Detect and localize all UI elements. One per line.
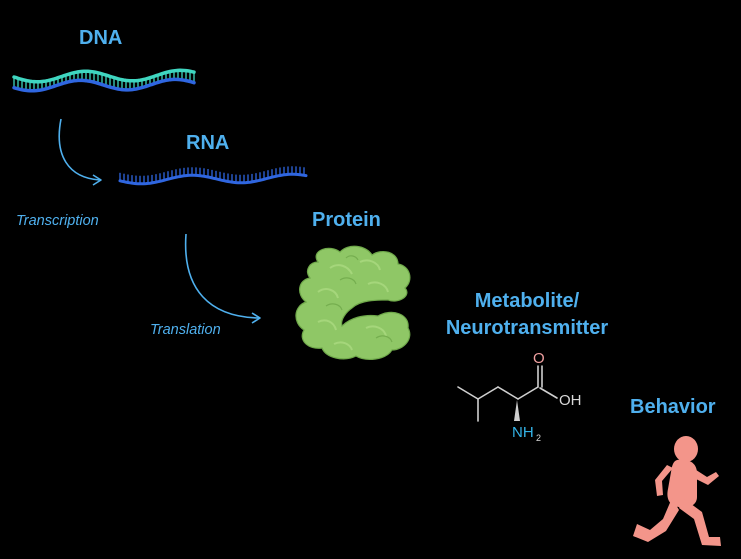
- metabolite-label: Metabolite/ Neurotransmitter: [432, 290, 622, 340]
- protein-label: Protein: [312, 209, 381, 231]
- metabolite-label-line2: Neurotransmitter: [445, 317, 609, 339]
- behavior-label: Behavior: [630, 396, 716, 418]
- rna-label: RNA: [186, 132, 230, 154]
- dna-label: DNA: [79, 27, 123, 49]
- oxygen-atom: O: [533, 350, 545, 367]
- hydroxyl-group: OH: [559, 392, 582, 409]
- transcription-label: Transcription: [16, 213, 99, 229]
- translation-label: Translation: [150, 322, 221, 338]
- metabolite-label-line1: Metabolite/: [474, 290, 580, 312]
- amine-subscript: 2: [536, 433, 541, 443]
- amine-group: NH: [512, 424, 534, 441]
